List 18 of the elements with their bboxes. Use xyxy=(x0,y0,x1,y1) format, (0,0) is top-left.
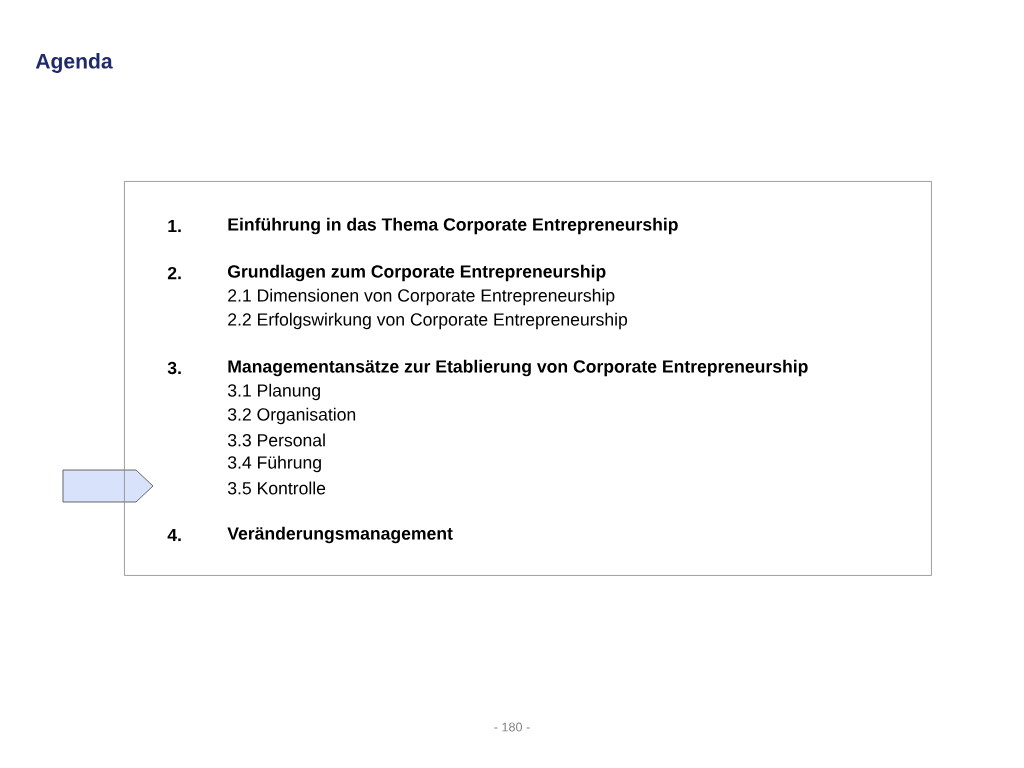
page-number: - 180 - xyxy=(494,722,530,732)
sub-item: 2.1 Dimensionen von Corporate Entrepreneurship xyxy=(228,288,615,306)
slide-title: Agenda xyxy=(35,53,113,73)
item-heading: Einführung in das Thema Corporate Entrepreneurship xyxy=(228,217,678,235)
sub-item: 3.1 Planung xyxy=(227,383,320,401)
item-number: 4. xyxy=(167,528,181,542)
agenda-box xyxy=(124,181,932,576)
sub-item: 3.5 Kontrolle xyxy=(227,481,326,495)
item-number: 3. xyxy=(167,361,181,375)
item-heading: Grundlagen zum Corporate Entrepreneurship xyxy=(228,264,606,282)
item-number: 2. xyxy=(167,266,181,280)
sub-item: 3.3 Personal xyxy=(227,433,325,447)
sub-item: 3.2 Organisation xyxy=(227,407,356,425)
sub-item: 3.4 Führung xyxy=(227,455,321,473)
item-heading: Managementansätze zur Etablierung von Corporate Entrepreneurship xyxy=(228,359,808,377)
item-heading: Veränderungsmanagement xyxy=(227,526,453,544)
item-number: 1. xyxy=(168,219,181,233)
sub-item: 2.2 Erfolgswirkung von Corporate Entrepreneurship xyxy=(228,312,628,330)
